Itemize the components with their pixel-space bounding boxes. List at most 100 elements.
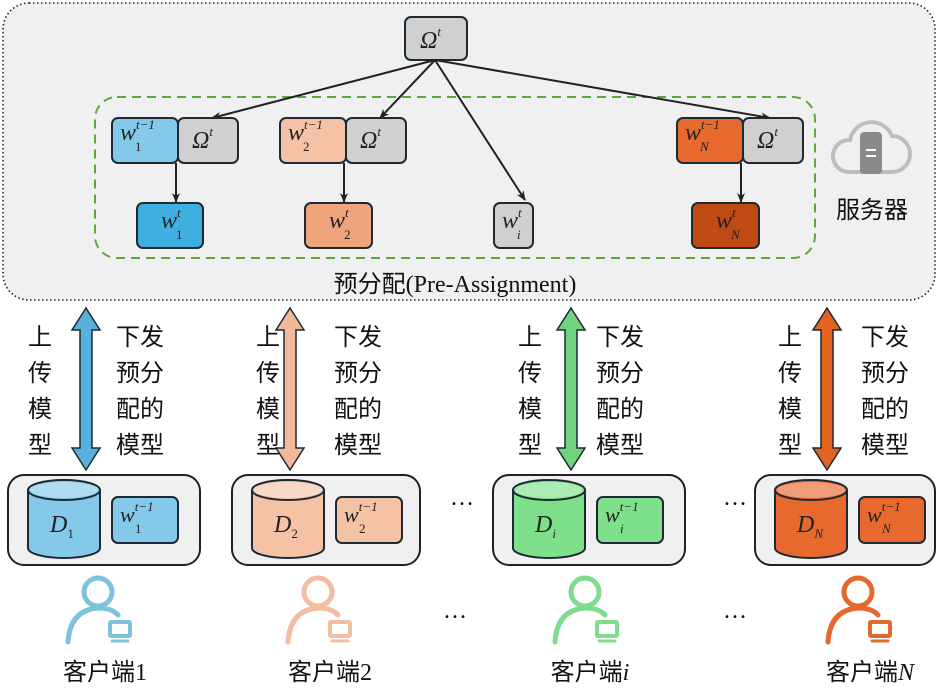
local-model bbox=[596, 496, 664, 544]
subscript: N bbox=[699, 139, 710, 154]
w-letter: w bbox=[605, 502, 620, 527]
omega-label: Ωt bbox=[757, 124, 778, 154]
local-model bbox=[858, 496, 926, 544]
upload-label: 上 bbox=[256, 323, 280, 351]
superscript: t bbox=[518, 205, 522, 220]
client-index: 1 bbox=[135, 660, 147, 686]
prev-local-model bbox=[111, 117, 179, 164]
subscript: i bbox=[517, 227, 521, 242]
subscript: 2 bbox=[303, 139, 310, 154]
subscript: i bbox=[620, 521, 624, 536]
subscript: 2 bbox=[359, 521, 366, 536]
cylinder-highlight bbox=[254, 482, 322, 498]
upload-label: 传 bbox=[518, 359, 542, 387]
ellipsis: … bbox=[450, 485, 474, 511]
superscript: t−1 bbox=[304, 117, 323, 132]
omega-symbol: Ω bbox=[360, 128, 377, 154]
download-label: 配的 bbox=[596, 395, 644, 423]
cylinder-highlight bbox=[30, 482, 98, 498]
download-label: 预分 bbox=[861, 359, 909, 387]
download-label: 模型 bbox=[861, 431, 909, 459]
download-label: 配的 bbox=[334, 395, 382, 423]
pre-assignment-label: 预分配(Pre-Assignment) bbox=[334, 271, 577, 298]
d-letter: D bbox=[49, 512, 67, 538]
client-name-prefix: 客户端 bbox=[551, 658, 623, 686]
omega-label: Ωt bbox=[360, 124, 381, 154]
user-computer-icon bbox=[65, 575, 132, 645]
assign-arrow bbox=[379, 59, 436, 119]
dataset-label: Di bbox=[534, 512, 556, 541]
upload-label: 型 bbox=[518, 431, 542, 459]
subscript: 1 bbox=[135, 139, 142, 154]
user-computer-icon bbox=[825, 575, 892, 645]
download-label: 配的 bbox=[116, 395, 164, 423]
upload-label: 模 bbox=[518, 395, 542, 423]
download-label: 预分 bbox=[596, 359, 644, 387]
download-label: 模型 bbox=[596, 431, 644, 459]
upload-label: 上 bbox=[518, 323, 542, 351]
upload-label: 型 bbox=[256, 431, 280, 459]
cloud-server-icon bbox=[831, 120, 912, 174]
subscript: 2 bbox=[291, 526, 298, 541]
cylinder-top bbox=[251, 479, 325, 501]
superscript: t−1 bbox=[359, 499, 378, 514]
prev-local-model bbox=[676, 117, 744, 164]
assign-arrow bbox=[434, 59, 771, 121]
w-letter: w bbox=[716, 208, 732, 234]
subscript: 1 bbox=[67, 526, 74, 541]
upload-label: 型 bbox=[778, 431, 802, 459]
download-label: 下发 bbox=[861, 323, 909, 351]
upload-label: 模 bbox=[778, 395, 802, 423]
assign-arrow bbox=[434, 59, 526, 201]
superscript: t bbox=[177, 205, 181, 220]
superscript: t−1 bbox=[135, 499, 154, 514]
client-name: 客户端2 bbox=[288, 658, 372, 686]
w-letter: w bbox=[161, 208, 177, 234]
download-label: 下发 bbox=[334, 323, 382, 351]
w-letter: w bbox=[502, 208, 518, 234]
cylinder-top bbox=[774, 479, 848, 501]
omega-label: Ωt bbox=[192, 124, 213, 154]
download-label: 下发 bbox=[116, 323, 164, 351]
assigned-model bbox=[136, 202, 204, 249]
assigned-model bbox=[691, 202, 760, 249]
subscript: N bbox=[813, 526, 824, 541]
ellipsis: … bbox=[723, 485, 747, 511]
user-computer-icon bbox=[552, 575, 619, 645]
client-name-prefix: 客户端 bbox=[288, 658, 360, 686]
d-letter: D bbox=[796, 512, 814, 538]
server-label: 服务器 bbox=[836, 196, 908, 224]
local-model bbox=[111, 496, 179, 544]
superscript: t bbox=[345, 205, 349, 220]
bidirectional-arrow bbox=[70, 306, 102, 472]
superscript: t−1 bbox=[701, 117, 720, 132]
dataset-cylinder-icon bbox=[251, 490, 325, 559]
w-letter: w bbox=[344, 502, 359, 527]
omega-symbol: Ω bbox=[757, 128, 774, 154]
weight-symbol: wt 1 bbox=[161, 205, 183, 242]
superscript: t−1 bbox=[136, 117, 155, 132]
user-computer-icon bbox=[285, 575, 352, 645]
client-index: i bbox=[623, 660, 630, 686]
cylinder-top bbox=[512, 479, 586, 501]
d-letter: D bbox=[534, 512, 552, 538]
assigned-model bbox=[304, 202, 373, 249]
upload-label: 上 bbox=[778, 323, 802, 351]
client-name: 客户端i bbox=[551, 658, 630, 686]
prev-local-model bbox=[279, 117, 347, 164]
client-index: 2 bbox=[360, 660, 372, 686]
cylinder-top bbox=[27, 479, 101, 501]
subscript: 1 bbox=[176, 227, 183, 242]
w-letter: w bbox=[685, 120, 701, 146]
upload-label: 传 bbox=[778, 359, 802, 387]
dataset-label: D2 bbox=[273, 512, 298, 541]
